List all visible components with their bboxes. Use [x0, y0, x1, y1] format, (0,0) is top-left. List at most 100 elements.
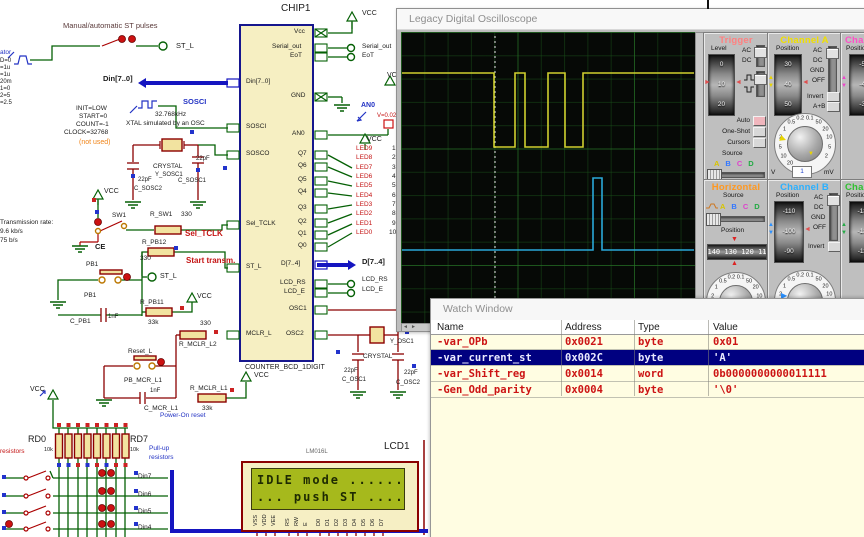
channel-b-coupling-switch[interactable]	[827, 193, 840, 241]
watch-divider-1[interactable]	[561, 320, 562, 396]
schematic-label: COUNT=-1	[76, 121, 109, 128]
trigger-source-label: Source	[722, 150, 743, 157]
trigger-source-slider-thumb[interactable]	[707, 169, 722, 180]
knob-scale-value: 5	[778, 144, 782, 151]
knob-scale-value: 10	[826, 134, 833, 141]
channel-a-position-label: Position	[776, 45, 800, 52]
channel-a-coupling-switch[interactable]	[826, 46, 839, 94]
source-letter-b[interactable]: B	[731, 202, 737, 211]
knob-scale-value: 1	[714, 284, 718, 291]
schematic-label: D[7..4]	[362, 257, 385, 266]
schematic-label: 1=0	[0, 86, 11, 92]
trigger-arrow-right: ◄	[735, 79, 742, 86]
oscilloscope-window: Legacy Digital Oscilloscope ◄ ► Trigger …	[396, 8, 864, 332]
schematic-label: 9.6 kb/s	[0, 228, 23, 235]
schematic-label: MCLR_L	[246, 330, 272, 337]
schematic-label: START=0	[79, 113, 108, 120]
lcd-pin-label: RS	[285, 518, 291, 526]
watch-cell-value: '\0'	[713, 383, 739, 396]
schematic-label: =1u	[0, 65, 11, 71]
watch-col-name[interactable]: Name	[437, 322, 464, 333]
channel-b-position-wheel[interactable]: -110-100-90	[774, 201, 804, 263]
schematic-label: Serial_out	[272, 43, 302, 50]
schematic-label: VCC	[197, 293, 212, 300]
watch-col-address[interactable]: Address	[565, 322, 602, 333]
source-letter-c[interactable]: C	[742, 202, 749, 211]
schematic-label: CHIP1	[281, 3, 311, 14]
watch-divider-2[interactable]	[634, 320, 635, 396]
channel-d-position-wheel[interactable]: -130-120-110	[849, 201, 864, 263]
trigger-auto-button[interactable]	[753, 116, 766, 126]
source-letter-a[interactable]: A	[714, 159, 720, 168]
schematic-label: 6	[392, 192, 396, 199]
trigger-oneshot-label: One-Shot	[722, 128, 750, 135]
scroll-left-icon[interactable]: ◄	[403, 324, 408, 330]
wheel-value: -110	[857, 247, 864, 255]
schematic-label: Manual/automatic ST pulses	[63, 21, 158, 30]
schematic-label: PB_MCR_L1	[124, 377, 162, 384]
schematic-label: LED4	[356, 192, 373, 199]
horizontal-source-slider-thumb[interactable]	[706, 213, 721, 226]
knob-scale-value: 2	[779, 134, 783, 141]
schematic-label: SOSCI	[183, 97, 207, 106]
channel-b-knob-pointer: ▶	[781, 291, 788, 300]
trigger-ac-dc-switch[interactable]	[754, 45, 767, 67]
channel-a-readout: 1	[792, 166, 812, 178]
channel-a-aplusb-button[interactable]	[827, 102, 840, 112]
knob-scale-value: 20	[786, 160, 794, 167]
horizontal-position-readout[interactable]: 140 130 120 11	[707, 244, 767, 260]
schematic-label: CLOCK=32768	[64, 129, 109, 136]
watch-titlebar[interactable]: Watch Window	[431, 299, 864, 321]
schematic-label: 1nF	[108, 314, 119, 320]
scroll-right-icon[interactable]: ►	[411, 324, 416, 330]
channel-d-title: Channel D	[845, 182, 864, 193]
horizontal-bottom-arrow: ▲	[731, 260, 738, 267]
knob-scale-value: 0.5	[719, 278, 727, 285]
watch-col-type[interactable]: Type	[638, 322, 660, 333]
schematic-label: LED3	[356, 201, 373, 208]
wheel-value: 30	[784, 60, 792, 68]
schematic-label: 22pF	[138, 177, 152, 183]
schematic-label: 10k	[44, 447, 53, 453]
schematic-label: GND	[291, 92, 306, 99]
lcd-pin-label: VDD	[262, 514, 268, 526]
source-letter-d[interactable]: D	[754, 202, 760, 211]
watch-col-value[interactable]: Value	[713, 322, 738, 333]
lcd-pin-label: D0	[316, 518, 322, 526]
trigger-cursors-button[interactable]	[753, 138, 766, 148]
source-letter-d[interactable]: D	[748, 159, 754, 168]
channel-d-down-arrow: ▼	[841, 230, 847, 236]
schematic-label: 22pF	[196, 156, 210, 162]
falling-edge-icon	[744, 86, 754, 93]
knob-scale-value: 5	[828, 144, 832, 151]
source-letter-b[interactable]: B	[725, 159, 731, 168]
wheel-value: -40	[859, 80, 864, 88]
source-letter-a[interactable]: A	[720, 202, 726, 211]
source-letter-c[interactable]: C	[736, 159, 743, 168]
schematic-label: Y_OSC1	[390, 339, 414, 345]
lcd1-display[interactable]: IDLE mode ...... ... push ST ....	[241, 461, 419, 532]
channel-a-invert-button[interactable]	[827, 92, 840, 102]
trigger-oneshot-button[interactable]	[753, 127, 766, 137]
schematic-label: 5	[392, 182, 396, 189]
schematic-label: Transmission rate:	[0, 219, 54, 226]
channel-c-position-wheel[interactable]: -50-40-30	[849, 54, 864, 116]
schematic-label: Vcc	[294, 28, 305, 35]
wheel-value: -110	[782, 207, 796, 215]
schematic-label: AN0	[361, 102, 376, 109]
chip1-body[interactable]	[239, 24, 314, 362]
trigger-edge-switch[interactable]	[754, 71, 767, 97]
watch-divider-3[interactable]	[708, 320, 709, 396]
watch-cell-address: 0x002C	[565, 351, 603, 364]
schematic-label: VCC	[362, 10, 377, 17]
watch-cell-type: word	[638, 367, 664, 380]
oscilloscope-titlebar[interactable]: Legacy Digital Oscilloscope	[397, 9, 864, 30]
